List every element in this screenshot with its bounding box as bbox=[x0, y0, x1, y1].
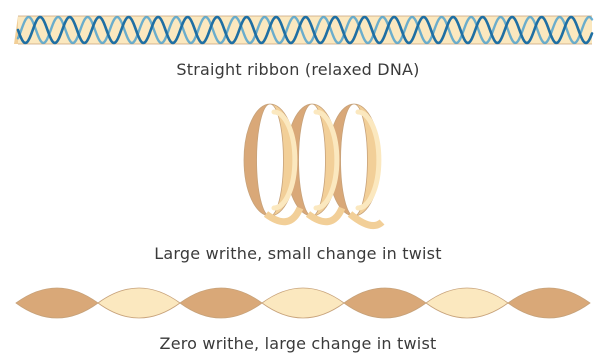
twist-segment-1 bbox=[16, 288, 98, 318]
coil-loop-front-2 bbox=[312, 104, 338, 216]
coil-tail-1 bbox=[266, 208, 300, 222]
twisted-ribbon-zero-writhe bbox=[16, 288, 590, 318]
coil-loop-front-1 bbox=[270, 104, 296, 216]
writhed-ribbon-coil bbox=[244, 104, 382, 226]
twist-segment-5 bbox=[344, 288, 426, 318]
twist-segment-2 bbox=[98, 288, 180, 318]
coil-loop-back-1 bbox=[244, 104, 270, 216]
caption-straight-ribbon: Straight ribbon (relaxed DNA) bbox=[0, 60, 596, 79]
coil-tail-3 bbox=[350, 214, 382, 226]
coil-tail-2 bbox=[308, 208, 342, 222]
straight-ribbon-relaxed-dna bbox=[14, 16, 592, 44]
caption-zero-writhe: Zero writhe, large change in twist bbox=[0, 334, 596, 353]
coil-loop-front-3 bbox=[354, 104, 380, 216]
caption-large-writhe: Large writhe, small change in twist bbox=[0, 244, 596, 263]
twist-segment-7 bbox=[508, 288, 590, 318]
twist-segment-3 bbox=[180, 288, 262, 318]
twist-segment-4 bbox=[262, 288, 344, 318]
twist-segment-6 bbox=[426, 288, 508, 318]
